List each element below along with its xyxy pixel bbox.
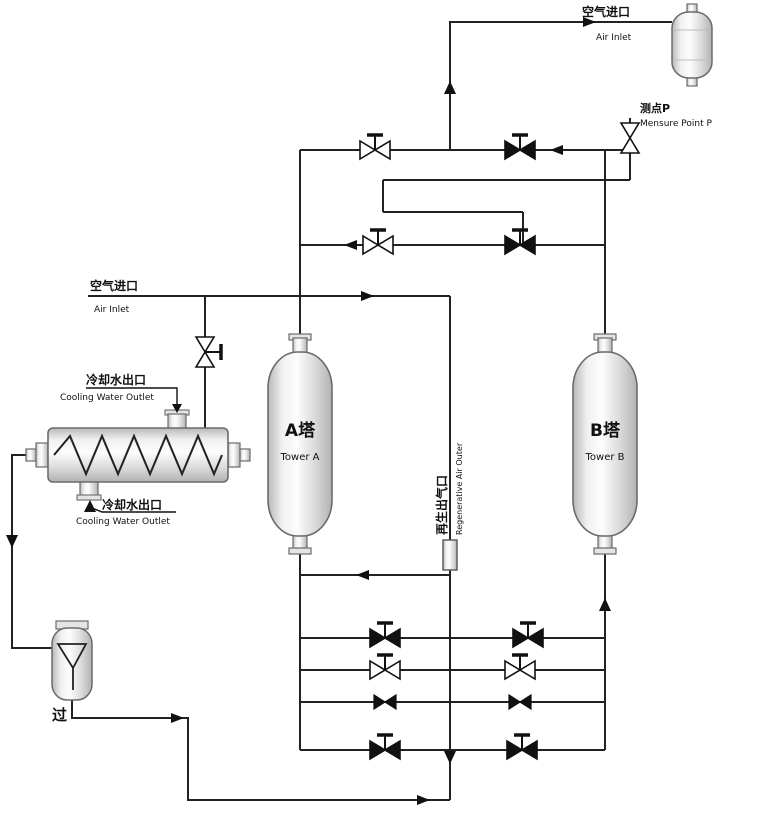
manifold-valve-7	[368, 733, 402, 761]
flow-arrow-down-left	[6, 535, 18, 548]
flow-arrow-left-top-manifold	[550, 145, 563, 155]
hx-coil	[53, 433, 223, 477]
air-inlet-top-label-zh: 空气进口	[582, 4, 630, 19]
cooling-water-bottom-leader-arrow	[84, 500, 96, 512]
hx-right-stub	[239, 448, 251, 462]
tower-b-vessel: B塔 Tower B	[572, 333, 638, 555]
air-inlet-left-label-zh: 空气进口	[90, 278, 138, 293]
cooling-water-bottom-leader	[91, 507, 176, 513]
air-inlet-left-label-en: Air Inlet	[94, 305, 130, 315]
manifold-valve-1	[368, 621, 402, 649]
tower-a-vessel: A塔 Tower A	[267, 333, 333, 555]
hx-right-flange	[227, 442, 241, 468]
labels: 空气进口 Air Inlet 测点P Mensure Point P 空气进口 …	[60, 4, 713, 535]
measure-point-label-zh: 测点P	[640, 101, 670, 115]
flow-arrow-left-tower-a	[356, 570, 369, 580]
flow-arrow-right-top	[583, 17, 596, 27]
air-receiver-vessel	[671, 3, 713, 87]
pipe-hx-to-filter	[11, 454, 52, 649]
tower-b-body	[572, 351, 638, 537]
flow-arrow-down-regen	[444, 751, 456, 764]
pipe-top-outlet	[449, 21, 672, 150]
receiver-body	[671, 11, 713, 79]
valve-top-left	[358, 133, 392, 161]
tower-a-body	[267, 351, 333, 537]
cooling-water-top-label-zh: 冷却水出口	[86, 372, 146, 387]
filter-body	[51, 627, 93, 701]
inlet-valve	[195, 336, 223, 368]
flow-arrow-up-tower-b	[599, 598, 611, 611]
heat-exchanger	[25, 409, 251, 501]
filter-vessel: 过	[51, 620, 93, 724]
valve-top-right	[503, 133, 537, 161]
manifold-valve-5	[373, 694, 397, 710]
regen-outlet-label-zh: 再生出气口	[434, 475, 449, 535]
hx-left-flange	[35, 442, 49, 468]
cooling-water-top-leader-arrow	[172, 404, 182, 413]
flow-arrow-right-bottom	[417, 795, 430, 805]
flow-arrows	[6, 17, 611, 805]
manifold-valve-4	[503, 653, 537, 681]
cooling-water-top-leader	[86, 387, 178, 406]
flow-arrow-left-second-manifold	[344, 240, 357, 250]
hx-bottom-nozzle-flange	[76, 494, 102, 501]
flow-arrow-right-filter-out	[171, 713, 184, 723]
hx-shell	[47, 427, 229, 483]
cooling-water-bottom-label-zh: 冷却水出口	[102, 497, 162, 512]
tower-b-label-zh: B塔	[590, 420, 621, 441]
measure-point-valve	[620, 122, 640, 154]
cooling-water-bottom-label-en: Cooling Water Outlet	[76, 517, 170, 527]
tower-a-label-zh: A塔	[285, 420, 316, 441]
valve-second-right	[503, 228, 537, 256]
tower-a-label-en: Tower A	[280, 452, 320, 463]
manifold-valve-2	[511, 621, 545, 649]
measure-point-label-en: Mensure Point P	[640, 119, 713, 129]
tower-a-bottom-flange	[288, 547, 312, 555]
pipe-filter-out	[71, 700, 450, 801]
hx-left-stub	[25, 448, 37, 462]
tower-b-label-en: Tower B	[584, 452, 624, 463]
flow-arrow-up-outlet	[444, 81, 456, 94]
manifold-valve-3	[368, 653, 402, 681]
regen-muffler	[442, 539, 458, 571]
manifold-valve-6	[508, 694, 532, 710]
air-inlet-top-label-en: Air Inlet	[596, 33, 632, 43]
regen-outlet-label-en: Regenerative Air Outer	[455, 442, 464, 535]
cooling-water-top-label-en: Cooling Water Outlet	[60, 393, 154, 403]
flow-arrow-right-inlet	[361, 291, 374, 301]
filter-funnel	[56, 643, 88, 670]
manifold-valve-8	[505, 733, 539, 761]
filter-label: 过	[52, 706, 67, 724]
tower-b-bottom-flange	[593, 547, 617, 555]
valve-second-left	[361, 228, 395, 256]
